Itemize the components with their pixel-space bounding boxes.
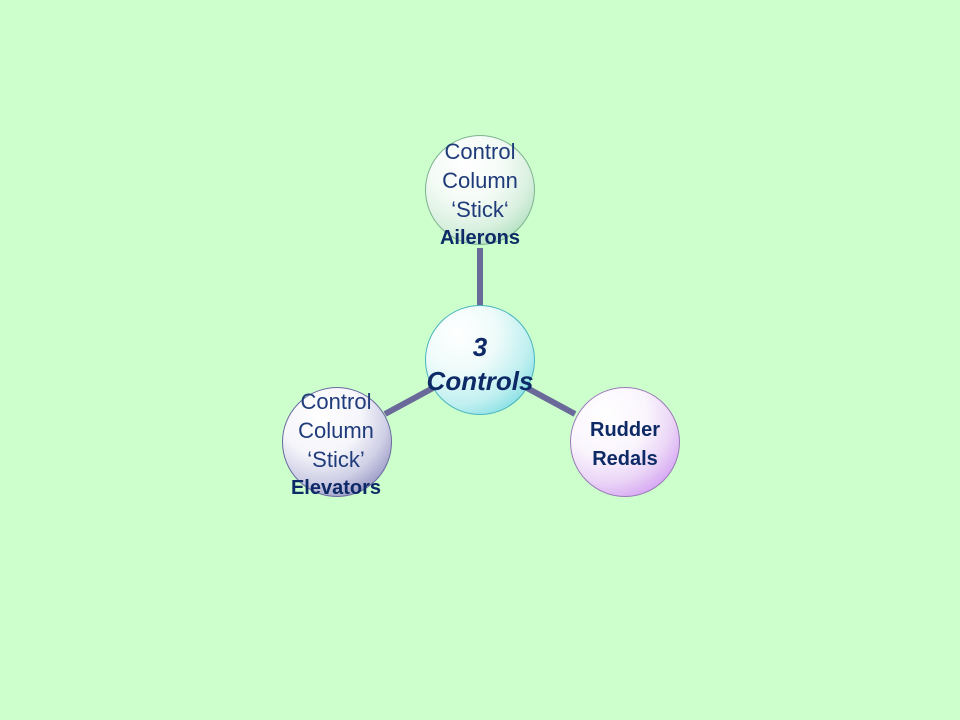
node-center-label: 3 Controls xyxy=(405,330,555,398)
node-elevators-line-3: ‘Stick’ xyxy=(307,447,365,472)
node-rudder-label: Rudder Redals xyxy=(555,416,695,474)
node-ailerons-line-3: ‘Stick‘ xyxy=(451,197,509,222)
node-center-line-2: Controls xyxy=(426,366,534,396)
node-rudder-circle xyxy=(570,387,680,497)
node-elevators-label: Control Column ‘Stick’ Elevators xyxy=(266,387,406,503)
connector-right xyxy=(525,385,577,417)
node-rudder-line-2: Redals xyxy=(592,448,658,470)
node-center-circle xyxy=(425,305,535,415)
node-ailerons-line-1: Control xyxy=(444,139,516,164)
connector-left xyxy=(383,385,435,417)
node-ailerons-circle xyxy=(425,135,535,245)
node-ailerons-bold: Ailerons xyxy=(439,227,521,249)
node-ailerons-line-2: Column xyxy=(442,168,518,193)
node-elevators-bold: Elevators xyxy=(290,477,382,499)
node-ailerons-label: Control Column ‘Stick‘ Ailerons xyxy=(410,137,550,253)
node-rudder-line-1: Rudder xyxy=(590,419,660,441)
node-elevators-circle xyxy=(282,387,392,497)
node-elevators-line-1: Control xyxy=(300,389,372,414)
node-elevators-line-2: Column xyxy=(298,418,374,443)
node-center-line-1: 3 xyxy=(472,332,488,362)
